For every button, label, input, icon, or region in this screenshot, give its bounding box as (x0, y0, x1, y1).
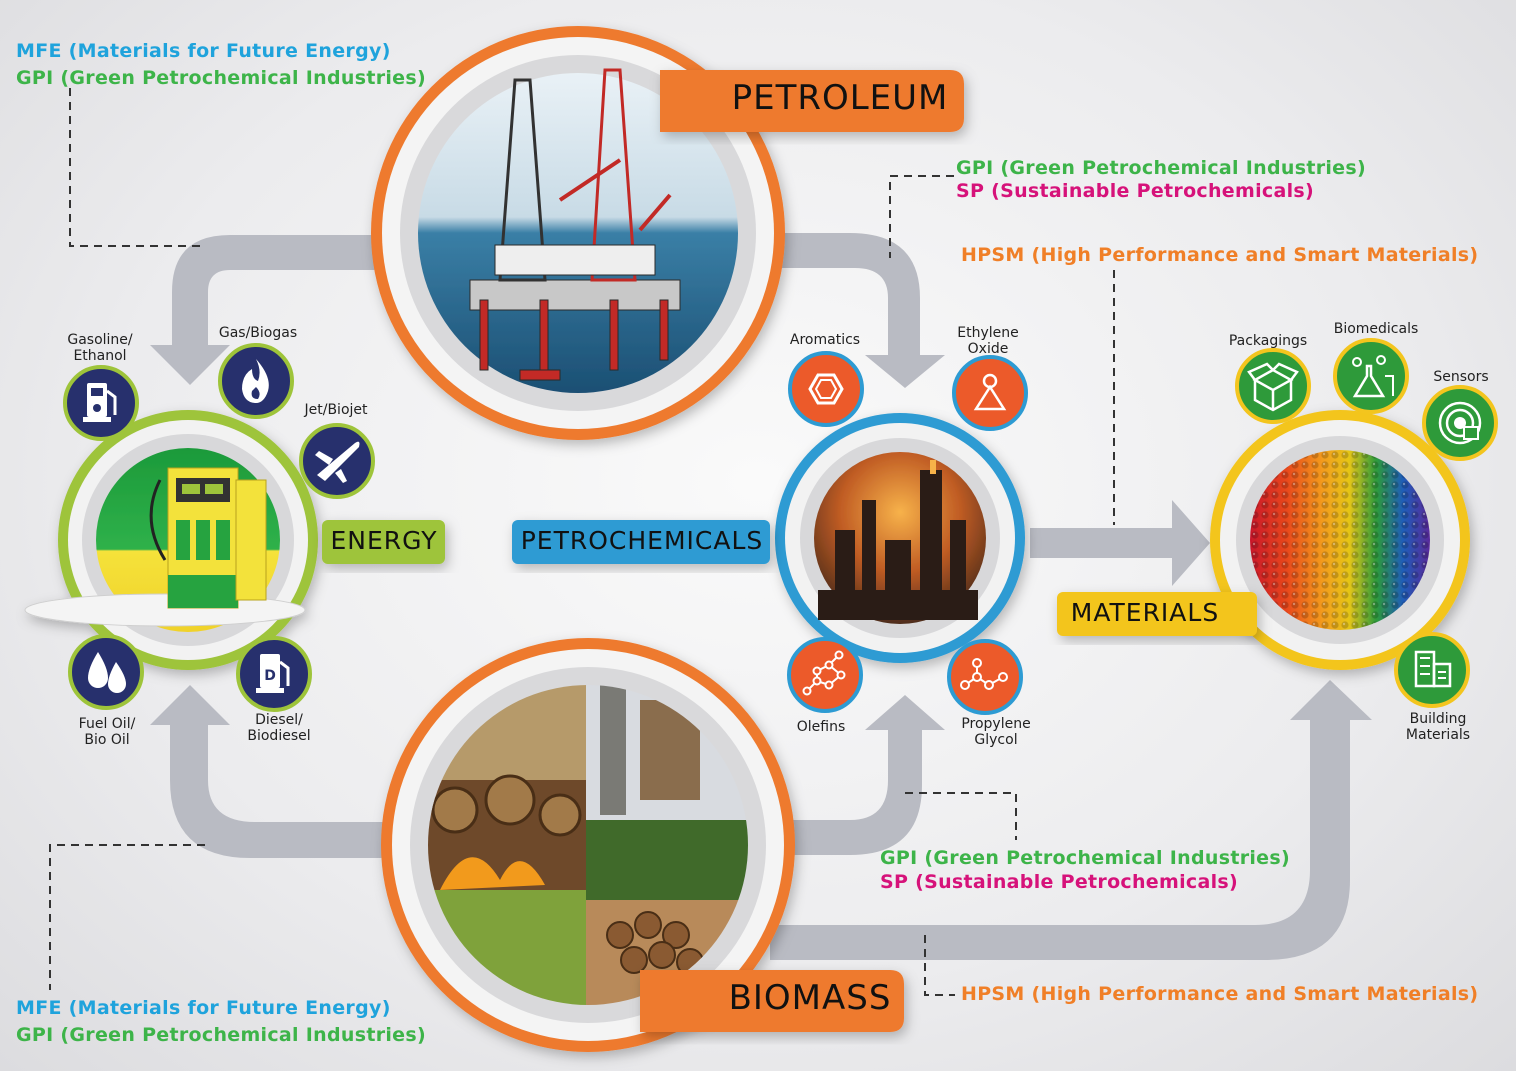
arrow-petroleum-to-petrochemicals (780, 233, 945, 388)
annotation-bottom-mid-sp: SP (Sustainable Petrochemicals) (880, 871, 1238, 893)
petrochemicals-tag (512, 520, 770, 564)
annotation-bottom-right-hpsm: HPSM (High Performance and Smart Materia… (961, 983, 1479, 1005)
annotation-top-right-hpsm: HPSM (High Performance and Smart Materia… (961, 244, 1479, 266)
energy-item-label: Gasoline/Ethanol (67, 332, 133, 364)
petroleum-tag (660, 70, 964, 132)
annotation-top-left-mfe: MFE (Materials for Future Energy) (16, 40, 391, 62)
dashed-connectors (49, 88, 1115, 996)
box-icon (1235, 348, 1311, 424)
materials-label: MATERIALS (1070, 598, 1220, 627)
flow-arrows (150, 233, 1372, 960)
annotation-bottom-left-gpi: GPI (Green Petrochemical Industries) (16, 1024, 426, 1046)
chain-molecule-icon (787, 637, 863, 713)
biomass-hub (381, 638, 795, 1052)
branched-molecule-icon (947, 639, 1023, 715)
energy-item-label: Gas/Biogas (218, 325, 298, 341)
diesel-pump-icon: D (236, 636, 312, 712)
materials-tag (1057, 592, 1257, 636)
fuel-pump-icon (63, 365, 139, 441)
droplets-icon (68, 634, 144, 710)
energy-item-label: Jet/Biojet (304, 402, 368, 418)
sensor-icon (1422, 385, 1498, 461)
biomass-collage (428, 685, 748, 1005)
svg-text:D: D (264, 668, 276, 684)
petrochemicals-hub (775, 413, 1025, 663)
petrochem-item-label: Aromatics (789, 332, 861, 348)
annotation-top-left-gpi: GPI (Green Petrochemical Industries) (16, 67, 426, 89)
fuel-pump-graphic (149, 467, 267, 609)
biomass-label: BIOMASS (728, 978, 892, 1018)
flame-icon (218, 343, 294, 419)
petrochem-item-label: Olefins (796, 719, 846, 735)
energy-label: ENERGY (330, 526, 438, 555)
energy-item-label: Fuel Oil/Bio Oil (78, 716, 136, 748)
biomass-tag (640, 970, 904, 1032)
annotation-bottom-left-mfe: MFE (Materials for Future Energy) (16, 997, 391, 1019)
annotation-top-mid-sp: SP (Sustainable Petrochemicals) (956, 180, 1314, 202)
arrow-biomass-to-petrochemicals (790, 695, 945, 855)
petrochem-icons (787, 351, 1028, 715)
petroleum-label: PETROLEUM (731, 78, 949, 118)
energy-icons: D (63, 343, 375, 712)
arrow-petroleum-to-energy (150, 235, 380, 385)
materials-hub (1210, 410, 1470, 670)
energy-hub (24, 410, 318, 670)
annotation-top-mid-gpi: GPI (Green Petrochemical Industries) (956, 157, 1366, 179)
material-item-label: Sensors (1433, 369, 1489, 385)
energy-tag (322, 520, 445, 564)
energy-item-label: Diesel/Biodiesel (247, 712, 311, 744)
material-item-label: Biomedicals (1333, 321, 1419, 337)
annotation-bottom-mid-gpi: GPI (Green Petrochemical Industries) (880, 847, 1290, 869)
refinery-graphic (818, 460, 978, 620)
building-icon (1394, 632, 1470, 708)
material-icons (1235, 338, 1498, 708)
petrochemicals-label: PETROCHEMICALS (520, 526, 764, 555)
triangle-molecule-icon (952, 355, 1028, 431)
arrow-biomass-to-energy (150, 685, 385, 858)
arrow-petrochemicals-to-materials (1030, 500, 1210, 586)
flask-icon (1333, 338, 1409, 414)
airplane-icon (299, 423, 375, 499)
benzene-ring-icon (788, 351, 864, 427)
arrow-biomass-to-materials (770, 680, 1372, 960)
material-item-label: Packagings (1228, 333, 1308, 349)
petroleum-hub (371, 26, 785, 440)
